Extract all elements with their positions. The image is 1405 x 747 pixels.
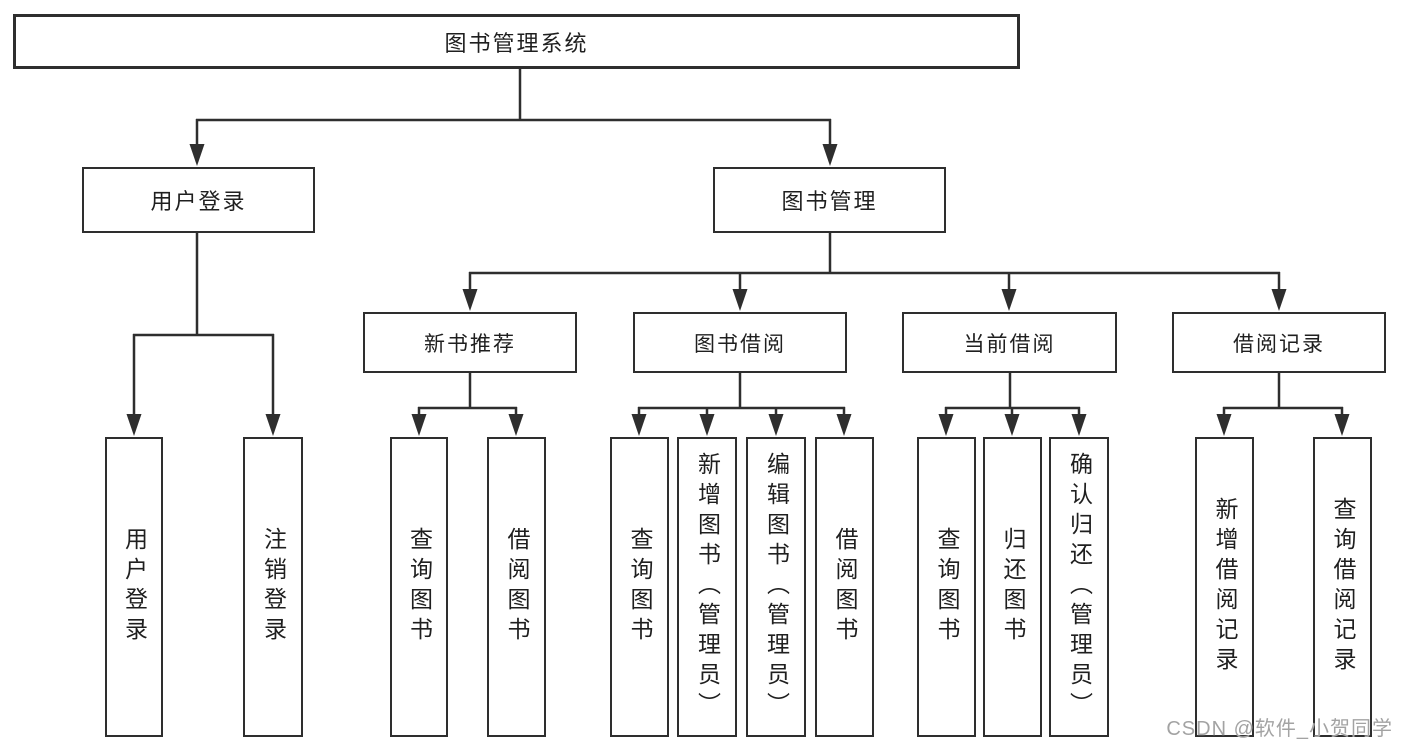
leaf-borrow-books-2: 借阅图书 — [815, 437, 874, 737]
csdn-watermark: CSDN @软件_小贺同学 — [1166, 718, 1393, 740]
leaf-add-borrow-record: 新增借阅记录 — [1195, 437, 1254, 737]
node-book-management-label: 图书管理 — [781, 189, 878, 214]
leaf-query-books-3: 查询图书 — [917, 437, 976, 737]
node-book-management: 图书管理 — [713, 167, 946, 233]
leaf-user-login-label: 用户登录 — [121, 527, 148, 647]
leaf-borrow-books-2-label: 借阅图书 — [832, 527, 858, 647]
leaf-confirm-return-admin-label: 确认归还（管理员） — [1066, 452, 1093, 722]
leaf-query-books-2-label: 查询图书 — [627, 527, 653, 647]
node-root-system: 图书管理系统 — [13, 14, 1020, 69]
leaf-return-books-label: 归还图书 — [1000, 527, 1026, 647]
node-borrow-records: 借阅记录 — [1172, 312, 1386, 373]
leaf-query-borrow-record-label: 查询借阅记录 — [1330, 497, 1356, 677]
leaf-add-books-admin: 新增图书（管理员） — [677, 437, 737, 737]
node-new-book-recommend-label: 新书推荐 — [424, 332, 516, 356]
node-user-login-label: 用户登录 — [150, 189, 247, 214]
node-current-borrowing: 当前借阅 — [902, 312, 1117, 373]
leaf-query-books-1-label: 查询图书 — [406, 527, 433, 647]
leaf-query-books-2: 查询图书 — [610, 437, 669, 737]
leaf-confirm-return-admin: 确认归还（管理员） — [1049, 437, 1109, 737]
leaf-return-books: 归还图书 — [983, 437, 1042, 737]
leaf-user-login: 用户登录 — [105, 437, 163, 737]
leaf-edit-books-admin-label: 编辑图书（管理员） — [763, 452, 790, 722]
node-borrow-records-label: 借阅记录 — [1233, 332, 1325, 356]
leaf-logout: 注销登录 — [243, 437, 303, 737]
leaf-logout-label: 注销登录 — [260, 527, 287, 647]
leaf-add-books-admin-label: 新增图书（管理员） — [694, 452, 721, 722]
leaf-borrow-books-1-label: 借阅图书 — [504, 527, 530, 647]
node-new-book-recommend: 新书推荐 — [363, 312, 577, 373]
leaf-edit-books-admin: 编辑图书（管理员） — [746, 437, 806, 737]
leaf-query-books-1: 查询图书 — [390, 437, 448, 737]
leaf-add-borrow-record-label: 新增借阅记录 — [1212, 497, 1238, 677]
node-current-borrowing-label: 当前借阅 — [963, 332, 1056, 356]
node-book-borrowing: 图书借阅 — [633, 312, 847, 373]
leaf-query-borrow-record: 查询借阅记录 — [1313, 437, 1372, 737]
leaf-borrow-books-1: 借阅图书 — [487, 437, 546, 737]
node-user-login: 用户登录 — [82, 167, 315, 233]
node-book-borrowing-label: 图书借阅 — [694, 332, 786, 356]
leaf-query-books-3-label: 查询图书 — [934, 527, 960, 647]
node-root-label: 图书管理系统 — [444, 30, 589, 56]
